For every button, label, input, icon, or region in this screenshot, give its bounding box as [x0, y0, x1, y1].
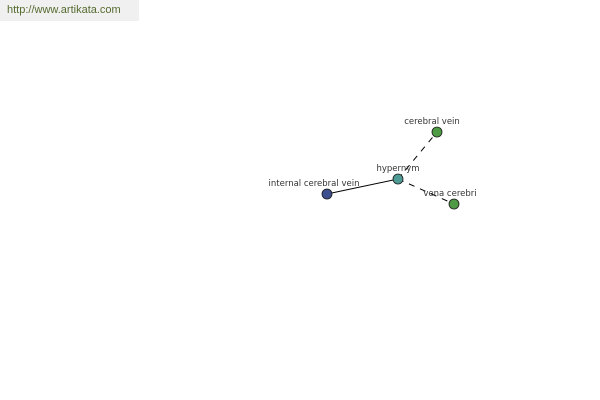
artikata-watermark: http://www.artikata.com: [0, 0, 139, 21]
graph-edges: [326, 131, 455, 205]
node-label-cerebral: cerebral vein: [404, 117, 460, 127]
node-hypernym[interactable]: [392, 173, 404, 185]
edge-internal-hypernym: [326, 178, 399, 195]
node-label-vena: vena cerebri: [423, 189, 476, 199]
node-cerebral[interactable]: [431, 126, 443, 138]
node-label-internal: internal cerebral vein: [269, 179, 360, 189]
graph-labels: internal cerebral vein hypernym cerebral v…: [269, 117, 477, 199]
edge-hypernym-cerebral: [397, 131, 438, 180]
node-internal[interactable]: [321, 188, 333, 200]
graph-nodes: [321, 126, 460, 210]
edge-hypernym-vena: [397, 178, 455, 205]
node-vena[interactable]: [448, 198, 460, 210]
node-label-hypernym: hypernym: [376, 164, 419, 174]
